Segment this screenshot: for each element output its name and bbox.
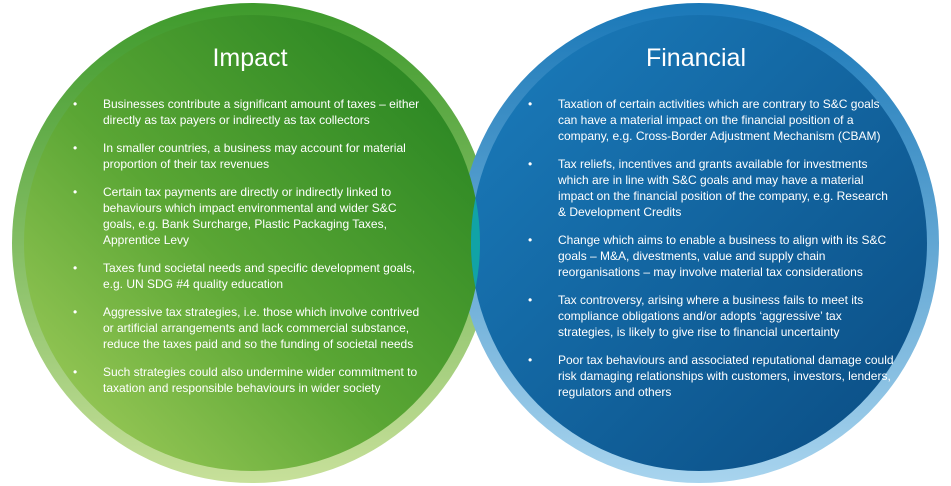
impact-point: Certain tax payments are directly or ind… (71, 184, 431, 248)
impact-point: Such strategies could also undermine wid… (71, 364, 431, 396)
financial-point: Taxation of certain activities which are… (526, 96, 896, 144)
financial-point: Tax controversy, arising where a busines… (526, 292, 896, 340)
impact-point: In smaller countries, a business may acc… (71, 140, 431, 172)
impact-point: Aggressive tax strategies, i.e. those wh… (71, 304, 431, 352)
impact-points-list: Businesses contribute a significant amou… (71, 96, 431, 408)
financial-point: Change which aims to enable a business t… (526, 232, 896, 280)
financial-title: Financial (645, 44, 747, 72)
impact-point: Businesses contribute a significant amou… (71, 96, 431, 128)
financial-points-list: Taxation of certain activities which are… (526, 96, 896, 412)
financial-point: Poor tax behaviours and associated reput… (526, 352, 896, 400)
impact-point: Taxes fund societal needs and specific d… (71, 260, 431, 292)
financial-point: Tax reliefs, incentives and grants avail… (526, 156, 896, 220)
impact-title: Impact (212, 44, 288, 72)
